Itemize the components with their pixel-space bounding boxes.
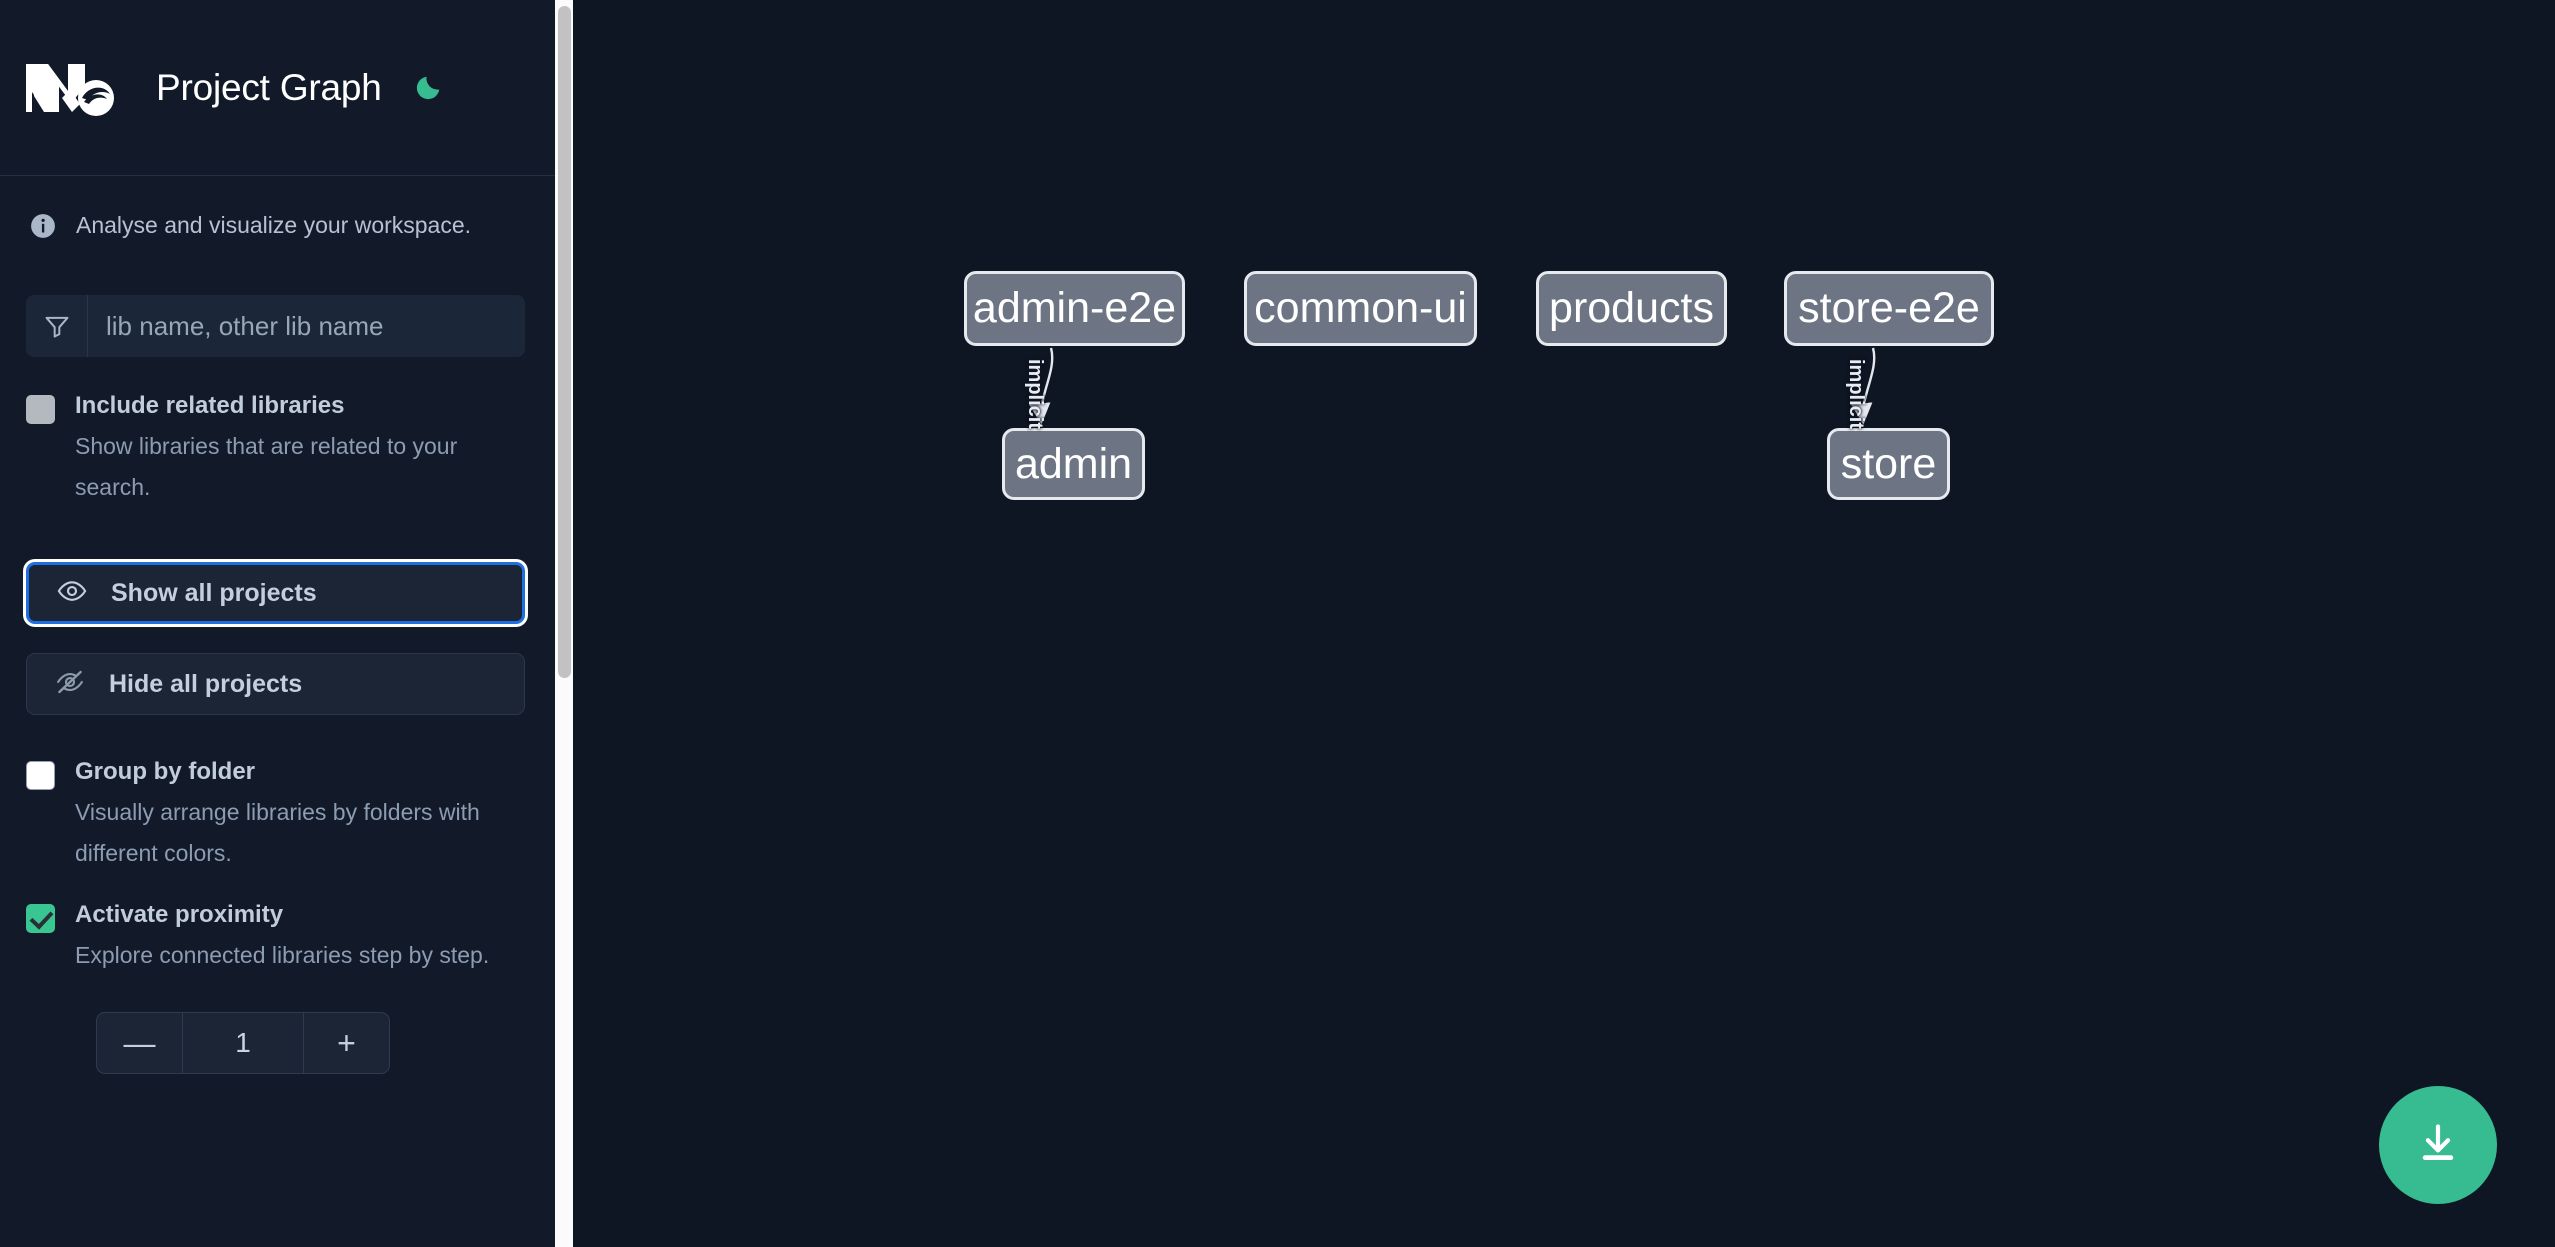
edge-label-store-e2e-store: implicit	[1845, 359, 1867, 430]
download-icon	[2416, 1121, 2460, 1170]
show-all-projects-button[interactable]: Show all projects	[26, 562, 525, 624]
sidebar-scrollbar[interactable]	[555, 0, 573, 1247]
sidebar-scrollbar-thumb[interactable]	[558, 6, 571, 678]
show-all-projects-label: Show all projects	[111, 578, 317, 607]
graph-node-label: admin-e2e	[972, 284, 1177, 332]
option-label: Activate proximity	[75, 901, 284, 928]
graph-node-common-ui[interactable]: common-ui	[1244, 271, 1477, 346]
info-icon	[30, 213, 56, 239]
graph-node-admin[interactable]: admin	[1002, 428, 1145, 500]
option-texts: Activate proximity Explore connected lib…	[75, 900, 489, 976]
option-description: Show libraries that are related to your …	[75, 433, 458, 500]
filter-icon	[26, 295, 88, 357]
proximity-decrement-button[interactable]: —	[97, 1013, 183, 1073]
search-input[interactable]	[88, 295, 525, 357]
graph-node-admin-e2e[interactable]: admin-e2e	[964, 271, 1185, 346]
option-texts: Include related libraries Show libraries…	[75, 391, 525, 508]
option-description: Explore connected libraries step by step…	[75, 942, 490, 968]
page-title: Project Graph	[156, 66, 382, 108]
graph-node-store[interactable]: store	[1827, 428, 1950, 500]
activate-proximity-checkbox[interactable]	[26, 904, 55, 933]
sidebar: Project Graph Analyse and visualize your…	[0, 0, 555, 1247]
proximity-value: 1	[235, 1027, 251, 1058]
sidebar-info-text: Analyse and visualize your workspace.	[76, 212, 472, 238]
eye-icon	[57, 576, 87, 611]
graph-node-label: admin	[1014, 439, 1133, 488]
graph-node-store-e2e[interactable]: store-e2e	[1784, 271, 1994, 346]
graph-node-products[interactable]: products	[1536, 271, 1727, 346]
sidebar-info: Analyse and visualize your workspace.	[0, 176, 555, 239]
group-by-folder-checkbox[interactable]	[26, 761, 55, 790]
moon-icon[interactable]	[408, 68, 448, 108]
proximity-increment-button[interactable]: +	[303, 1013, 389, 1073]
proximity-stepper[interactable]: — 1 +	[96, 1012, 390, 1074]
edge-label-admin-e2e-admin: implicit	[1024, 359, 1046, 430]
option-description: Visually arrange libraries by folders wi…	[75, 799, 480, 866]
graph-edges	[1028, 347, 1876, 425]
nx-logo-icon	[26, 56, 124, 120]
project-graph-canvas[interactable]: admin-e2e common-ui products store-e2e a…	[555, 0, 2555, 1247]
option-label: Group by folder	[75, 758, 255, 785]
option-label: Include related libraries	[75, 392, 345, 419]
search-box[interactable]	[26, 295, 525, 357]
option-group-by-folder[interactable]: Group by folder Visually arrange librari…	[0, 715, 555, 874]
graph-node-label: products	[1549, 284, 1714, 332]
graph-node-label: store-e2e	[1798, 284, 1980, 332]
graph-node-label: common-ui	[1254, 284, 1467, 332]
option-activate-proximity[interactable]: Activate proximity Explore connected lib…	[0, 874, 555, 976]
option-texts: Group by folder Visually arrange librari…	[75, 757, 525, 874]
sidebar-header: Project Graph	[0, 0, 555, 176]
include-related-libraries-checkbox[interactable]	[26, 395, 55, 424]
eye-off-icon	[55, 667, 85, 702]
option-include-related-libraries[interactable]: Include related libraries Show libraries…	[0, 357, 555, 508]
hide-all-projects-label: Hide all projects	[109, 669, 303, 698]
hide-all-projects-button[interactable]: Hide all projects	[26, 653, 525, 715]
download-button[interactable]	[2379, 1086, 2497, 1204]
graph-node-label: store	[1840, 439, 1937, 488]
